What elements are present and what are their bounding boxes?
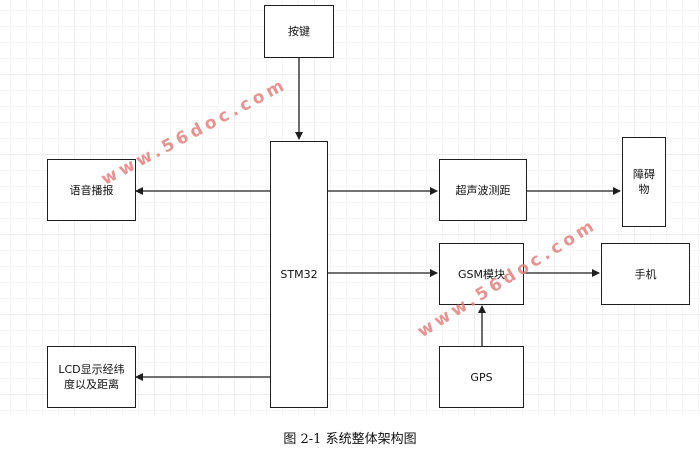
- gps-block: GPS: [439, 346, 524, 408]
- gsm-block: GSM模块: [439, 243, 524, 305]
- phone-block-label: 手机: [634, 267, 657, 281]
- obstacle-block-label-line2: 物: [638, 183, 650, 196]
- phone-block: 手机: [601, 243, 690, 305]
- key-block-label: 按键: [288, 25, 310, 38]
- obstacle-block-label-line1: 障碍: [633, 168, 655, 181]
- diagram-canvas: 按键 语音播报 STM32 超声波测距 障碍 物 GSM模块 手机 LCD显示经…: [0, 0, 700, 416]
- figure-caption: 图 2-1 系统整体架构图: [283, 432, 417, 447]
- gps-block-label: GPS: [470, 370, 493, 384]
- lcd-block-label-line1: LCD显示经纬: [58, 363, 125, 376]
- lcd-block: LCD显示经纬 度以及距离: [47, 346, 136, 408]
- stm32-block-label: STM32: [280, 268, 318, 281]
- connector-layer: [135, 58, 621, 381]
- stm32-block: STM32: [270, 141, 328, 408]
- gsm-block-label: GSM模块: [458, 267, 505, 281]
- lcd-block-label-line2: 度以及距离: [64, 378, 119, 391]
- key-block: 按键: [264, 5, 334, 58]
- obstacle-block: 障碍 物: [622, 137, 666, 227]
- voice-block: 语音播报: [47, 159, 136, 221]
- ultrasonic-block-label: 超声波测距: [455, 183, 511, 197]
- voice-block-label: 语音播报: [69, 183, 114, 197]
- ultrasonic-block: 超声波测距: [439, 159, 527, 221]
